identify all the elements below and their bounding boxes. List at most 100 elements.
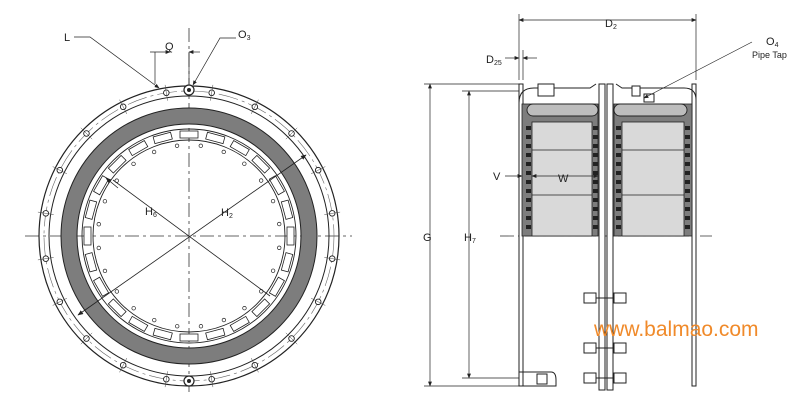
side-clip <box>593 162 598 166</box>
shoe-pin <box>242 305 247 311</box>
left-tube-bulb <box>526 103 599 117</box>
side-clip <box>593 225 598 229</box>
side-clip <box>616 171 621 175</box>
label-d2-sub: 2 <box>613 24 617 31</box>
bolt-tick <box>285 332 298 345</box>
bolt-tick <box>164 371 168 388</box>
side-clip <box>593 171 598 175</box>
side-clip <box>526 171 531 175</box>
air-fitting-top-center <box>187 88 191 92</box>
side-clip <box>526 135 531 139</box>
shoe-pin <box>96 245 101 251</box>
bottom-left-bracket <box>519 371 557 387</box>
divider-bolt-right <box>613 372 627 384</box>
bolt-tick <box>210 84 214 101</box>
shoe-pin <box>175 324 180 329</box>
label-w: W <box>558 173 569 185</box>
friction-shoe <box>128 315 149 332</box>
bolt-tick <box>119 99 128 115</box>
bottom-left-nut <box>536 373 548 385</box>
shoe-pin <box>131 161 136 167</box>
side-clip <box>593 198 598 202</box>
bolt-tick <box>285 127 298 140</box>
label-o4: O4 <box>766 36 779 49</box>
bolt-tick <box>310 297 326 306</box>
label-h7-letter: H <box>464 232 472 244</box>
top-housing-curve <box>518 83 697 104</box>
side-clip <box>685 144 690 148</box>
side-clip <box>616 225 621 229</box>
side-clip <box>616 189 621 193</box>
side-clip <box>616 198 621 202</box>
bolt-holes <box>37 84 341 388</box>
side-clip <box>526 126 531 130</box>
side-clip <box>616 180 621 184</box>
shoe-pin <box>152 317 157 323</box>
friction-shoe <box>229 140 250 157</box>
divider-bolt-left <box>583 292 597 304</box>
label-d2: D2 <box>605 18 617 31</box>
friction-shoe <box>229 315 250 332</box>
side-clip <box>685 162 690 166</box>
label-g: G <box>423 232 432 244</box>
bolt-tick <box>250 99 259 115</box>
label-o3-sub: 3 <box>247 35 251 42</box>
rim-ring <box>61 108 317 364</box>
h6-dimension-line <box>112 179 271 297</box>
side-clip <box>616 162 621 166</box>
side-clip <box>685 171 690 175</box>
side-clip <box>526 162 531 166</box>
friction-shoe <box>251 298 271 318</box>
shoe-pin <box>114 289 120 294</box>
label-h6-letter: H <box>145 206 153 218</box>
label-d25: D25 <box>486 54 502 67</box>
friction-shoe <box>286 226 295 246</box>
shoe-pin <box>277 221 282 227</box>
shoe-pin <box>102 268 108 274</box>
side-clip <box>593 153 598 157</box>
side-bolts <box>583 292 627 384</box>
friction-shoe <box>152 131 173 145</box>
shoe-pin <box>96 222 101 227</box>
friction-shoe <box>93 276 110 297</box>
side-clip <box>593 216 598 220</box>
watermark-text: www.balmao.com <box>593 318 759 341</box>
label-h2-letter: H <box>221 207 229 219</box>
friction-shoe <box>205 131 226 145</box>
divider-bolt-left <box>583 342 597 354</box>
label-h7: H7 <box>464 232 476 245</box>
label-v: V <box>493 171 501 183</box>
label-h6: H6 <box>145 206 157 219</box>
side-clip <box>593 189 598 193</box>
bolt-tick <box>250 357 259 373</box>
side-clip <box>685 180 690 184</box>
label-d2-letter: D <box>605 18 613 30</box>
side-clip <box>616 216 621 220</box>
side-clip <box>685 216 690 220</box>
side-clip <box>526 216 531 220</box>
side-clip <box>526 144 531 148</box>
shoe-pin <box>242 161 247 166</box>
label-h2: H2 <box>221 207 233 220</box>
side-clip <box>616 135 621 139</box>
side-clip <box>685 207 690 211</box>
bolt-tick <box>324 211 341 215</box>
shoe-pin <box>258 178 264 183</box>
friction-shoe <box>268 276 285 297</box>
air-fitting-bottom-center <box>187 379 191 383</box>
bolt-tick <box>52 166 68 175</box>
shoe-pin <box>221 317 227 323</box>
shoe-pin <box>221 149 226 155</box>
label-o3-letter: O <box>238 29 247 41</box>
friction-shoe <box>179 130 199 139</box>
o4-leader <box>643 41 753 99</box>
friction-shoe <box>268 175 285 196</box>
side-clip <box>616 126 621 130</box>
shoe-pin <box>277 245 282 250</box>
shoe-pin <box>131 306 136 311</box>
bolt-tick <box>210 371 214 388</box>
side-clip <box>593 144 598 148</box>
friction-shoe <box>179 333 199 342</box>
side-clip <box>685 225 690 229</box>
